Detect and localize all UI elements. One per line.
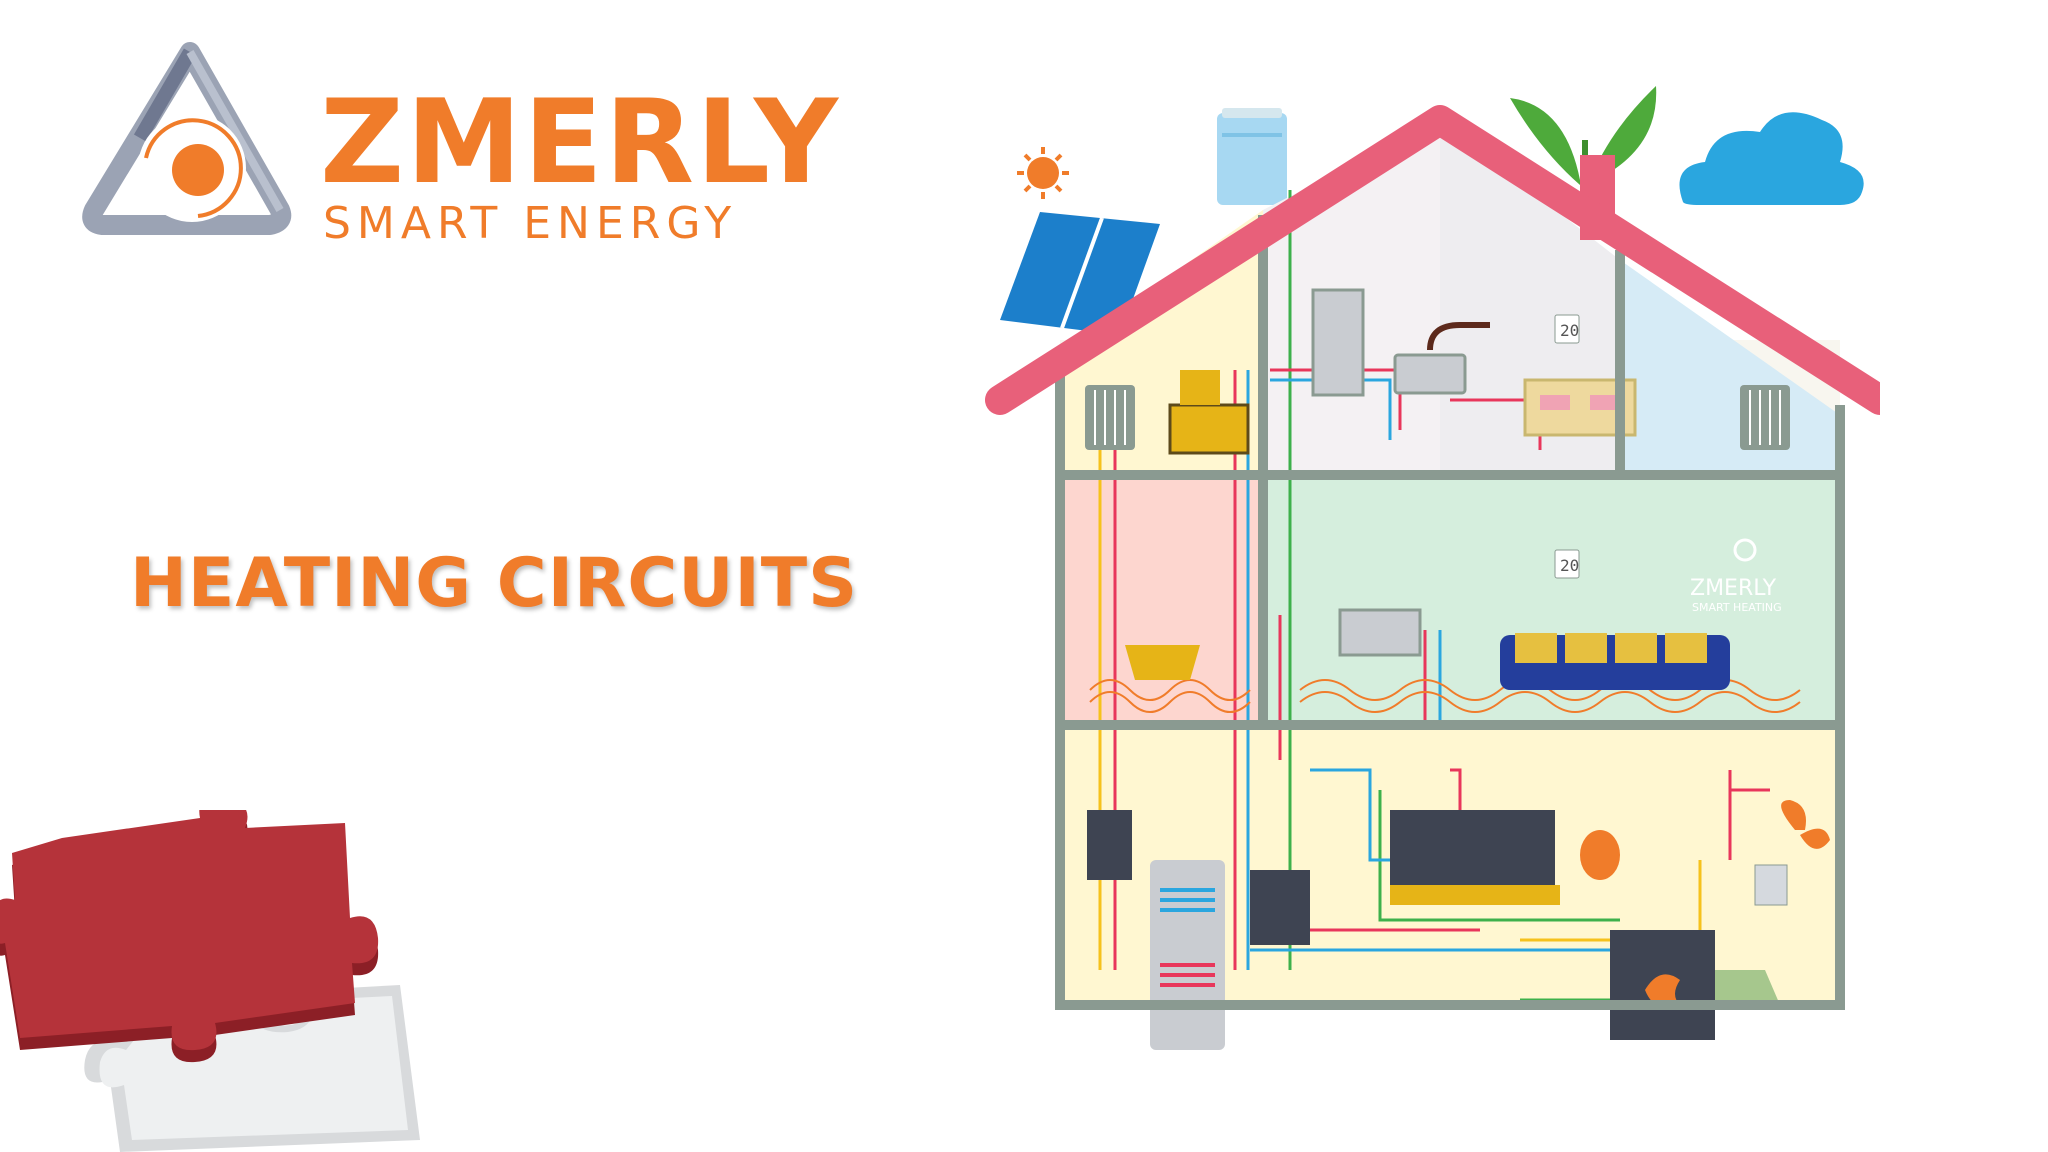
logo-triangle-icon [82, 42, 292, 235]
brand-tagline: SMART ENERGY [323, 198, 738, 249]
water-tank-icon [1217, 108, 1287, 205]
radiator-icon [1740, 385, 1790, 450]
sun-icon [1017, 147, 1069, 199]
brand-name: ZMERLY [320, 75, 840, 210]
solar-panel-icon [1000, 212, 1160, 335]
cloud-icon [1679, 112, 1864, 205]
brand-logo: ZMERLY SMART ENERGY [80, 40, 838, 250]
radiator-icon [1085, 385, 1135, 450]
butterfly-icon [1781, 800, 1830, 849]
house-heating-illustration: 20 20 ZMERLY SMART HEATING [985, 86, 1880, 1050]
watermark-name: ZMERLY [1690, 576, 1777, 601]
thermostat-top-value: 20 [1560, 321, 1579, 340]
puzzle-piece-icon [0, 810, 421, 1152]
watermark-tagline: SMART HEATING [1692, 601, 1782, 614]
roof [985, 105, 1880, 415]
slide-title: HEATING CIRCUITS [130, 544, 859, 623]
thermostat-middle-value: 20 [1560, 556, 1579, 575]
